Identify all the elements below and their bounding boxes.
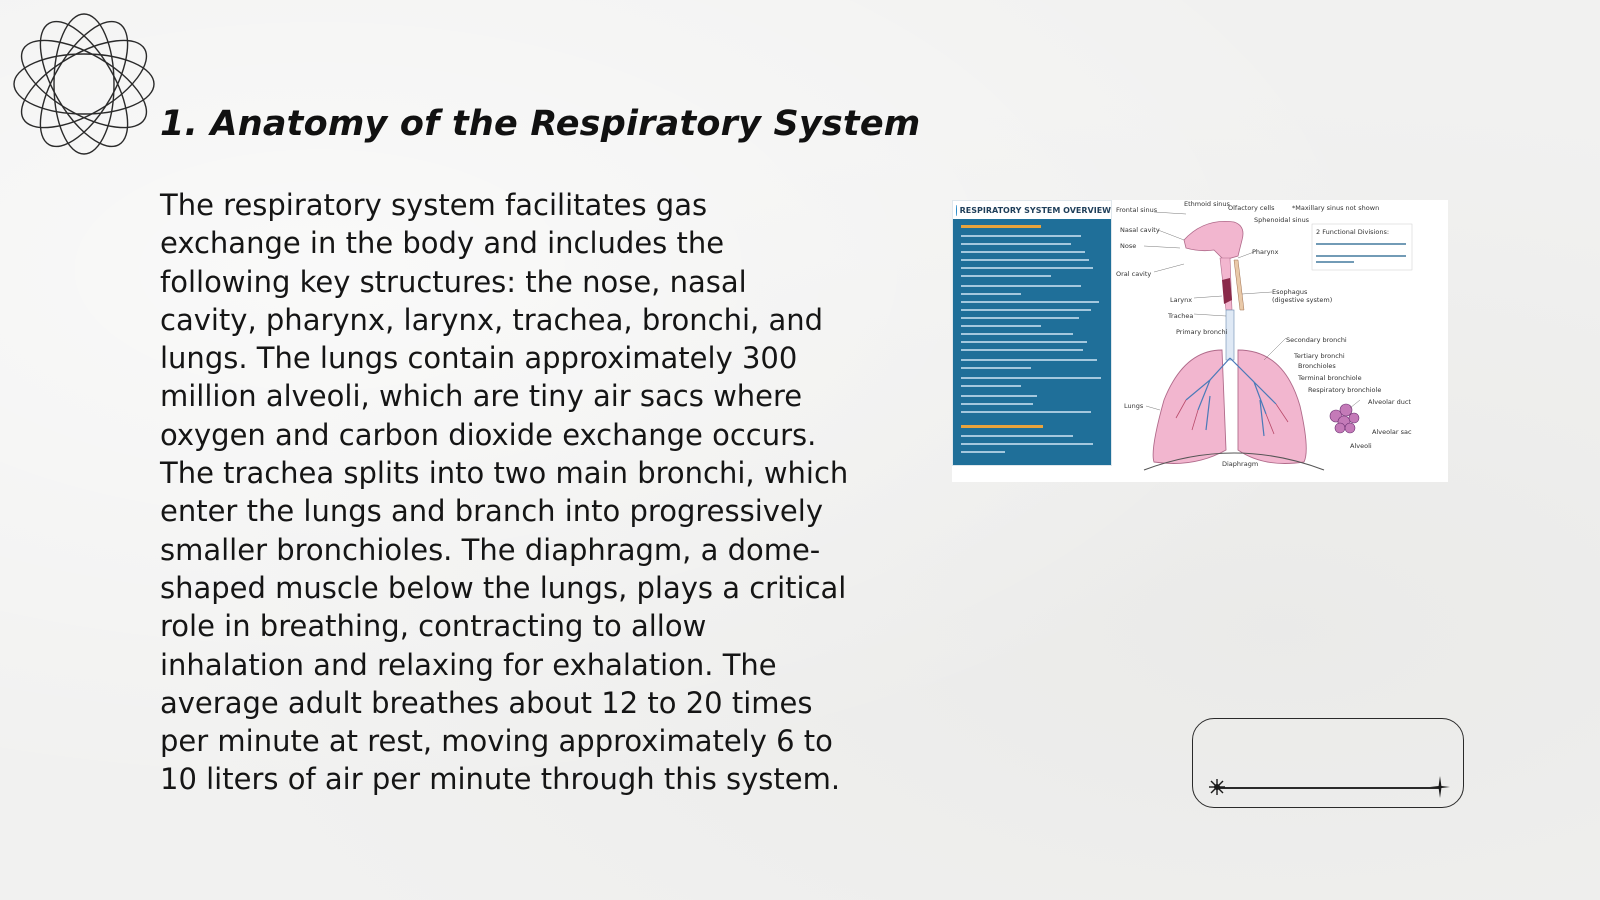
- label-pharynx: Pharynx: [1252, 248, 1279, 256]
- label-diaphragm: Diaphragm: [1222, 460, 1258, 468]
- label-nose: Nose: [1120, 242, 1136, 250]
- label-alveolar-duct: Alveolar duct: [1368, 398, 1411, 406]
- label-olfactory-cells: Olfactory cells: [1228, 204, 1275, 212]
- label-lungs: Lungs: [1124, 402, 1144, 410]
- label-functional-divisions: 2 Functional Divisions:: [1316, 228, 1389, 236]
- respiratory-system-figure: RESPIRATORY SYSTEM OVERVIEW: [952, 200, 1448, 482]
- slide-body-text: The respiratory system facilitates gas e…: [160, 188, 849, 797]
- label-secondary-bronchi: Secondary bronchi: [1286, 336, 1347, 344]
- label-bronchioles: Bronchioles: [1298, 362, 1336, 370]
- label-terminal-bronchiole: Terminal bronchiole: [1297, 374, 1362, 382]
- label-nasal-cavity: Nasal cavity: [1120, 226, 1160, 234]
- label-primary-bronchi: Primary bronchi: [1176, 328, 1228, 336]
- label-frontal-sinus: Frontal sinus: [1116, 206, 1158, 214]
- overview-panel-header: RESPIRATORY SYSTEM OVERVIEW: [953, 201, 1111, 219]
- info-badge-icon: [956, 204, 957, 216]
- label-maxillary-note: *Maxillary sinus not shown: [1292, 204, 1379, 212]
- starburst-icon[interactable]: [1207, 777, 1227, 797]
- label-alveolar-sac: Alveolar sac: [1372, 428, 1412, 436]
- lungs-diagram: Frontal sinus Ethmoid sinus Olfactory ce…: [1116, 200, 1413, 471]
- label-digestive: (digestive system): [1272, 296, 1332, 304]
- label-trachea: Trachea: [1167, 312, 1193, 320]
- label-larynx: Larynx: [1170, 296, 1192, 304]
- label-oral-cavity: Oral cavity: [1116, 270, 1151, 278]
- overview-panel-title: RESPIRATORY SYSTEM OVERVIEW: [959, 205, 1111, 215]
- label-ethmoid-sinus: Ethmoid sinus: [1184, 200, 1231, 208]
- interlocking-rings-icon: [13, 13, 155, 155]
- label-sphenoidal-sinus: Sphenoidal sinus: [1254, 216, 1310, 224]
- overview-panel: RESPIRATORY SYSTEM OVERVIEW: [952, 200, 1112, 466]
- label-respiratory-bronchiole: Respiratory bronchiole: [1308, 386, 1381, 394]
- label-alveoli: Alveoli: [1350, 442, 1372, 450]
- slide-title: 1. Anatomy of the Respiratory System: [160, 104, 921, 144]
- label-tertiary-bronchi: Tertiary bronchi: [1293, 352, 1345, 360]
- slide-progress-track[interactable]: [1217, 787, 1439, 789]
- label-esophagus: Esophagus: [1272, 288, 1308, 296]
- sparkle-icon[interactable]: [1429, 775, 1451, 799]
- slide-navigation-box[interactable]: [1192, 718, 1464, 808]
